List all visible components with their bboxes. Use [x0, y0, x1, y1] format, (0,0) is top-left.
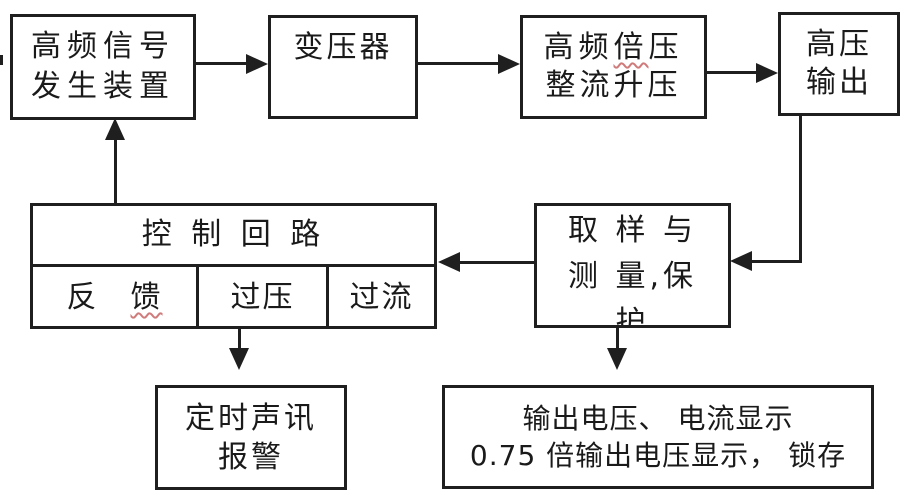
arrowhead-down-icon	[607, 348, 627, 370]
display-label-line1: 输出电压、 电流显示	[522, 402, 794, 435]
sampling-measurement-box: 取 样 与 测 量,保 护	[534, 203, 731, 328]
arrowhead-right-icon	[246, 54, 268, 74]
signal-generator-box: 高频信号 发生装置	[10, 14, 196, 120]
arrow-line	[196, 62, 252, 65]
signal-generator-label-line1: 高频信号	[31, 29, 175, 64]
control-loop-box: 控 制 回 路 反 馈 过压 过流	[30, 203, 437, 329]
arrowhead-down-icon	[229, 348, 249, 370]
sampling-label-line2: 测 量,保	[567, 259, 698, 294]
control-loop-header: 控 制 回 路	[33, 206, 434, 267]
voltage-doubler-rectifier-box: 高频倍压 整流升压	[520, 15, 707, 119]
overvoltage-label: 过压	[230, 280, 295, 315]
transformer-box: 变压器	[268, 15, 418, 119]
arrow-line	[238, 328, 241, 350]
feedback-label-misspelled-char: 馈	[130, 280, 163, 315]
voltage-doubler-label-line1: 高频倍压	[544, 29, 684, 67]
display-label-line2: 0.75 倍输出电压显示， 锁存	[469, 439, 847, 472]
edge-artifact-mark	[0, 55, 3, 65]
arrowhead-right-icon	[498, 54, 520, 74]
doubler-label-pre: 高频	[543, 30, 614, 65]
hv-output-label-line1: 高压	[806, 27, 872, 62]
timed-audio-alarm-box: 定时声讯 报警	[155, 385, 347, 490]
arrowhead-right-icon	[756, 63, 778, 83]
hv-output-label-line2: 输出	[806, 65, 872, 100]
arrowhead-left-icon	[730, 251, 752, 271]
overcurrent-label: 过流	[349, 280, 414, 315]
signal-generator-label-line2: 发生装置	[31, 69, 175, 104]
arrow-line	[418, 62, 502, 65]
alarm-label-line1: 定时声讯	[185, 400, 317, 436]
voltage-doubler-label-line2: 整流升压	[545, 68, 682, 103]
transformer-label: 变压器	[293, 30, 393, 65]
sampling-label-line1: 取 样 与	[567, 213, 698, 248]
control-cells-row: 反 馈 过压 过流	[33, 267, 434, 329]
doubler-label-misspelled-char: 倍	[613, 30, 649, 65]
overcurrent-cell: 过流	[329, 267, 434, 329]
arrowhead-left-icon	[438, 252, 460, 272]
arrow-line-vertical	[799, 114, 802, 263]
control-loop-label: 控 制 回 路	[141, 217, 326, 252]
feedback-label: 反	[66, 280, 99, 315]
arrow-line	[707, 71, 758, 74]
sampling-label-line3-clipped: 护	[615, 305, 650, 328]
doubler-label-post: 压	[648, 30, 684, 65]
arrowhead-up-icon	[105, 118, 125, 140]
alarm-label-line2: 报警	[218, 439, 284, 475]
arrow-line	[458, 261, 534, 264]
feedback-cell: 反 馈	[33, 267, 199, 329]
hv-output-box: 高压 输出	[778, 12, 900, 116]
overvoltage-cell: 过压	[199, 267, 329, 329]
arrow-line-horizontal	[750, 260, 802, 263]
voltage-current-display-box: 输出电压、 电流显示 0.75 倍输出电压显示， 锁存	[442, 385, 874, 489]
arrow-line	[114, 136, 117, 203]
arrow-line	[616, 327, 619, 350]
